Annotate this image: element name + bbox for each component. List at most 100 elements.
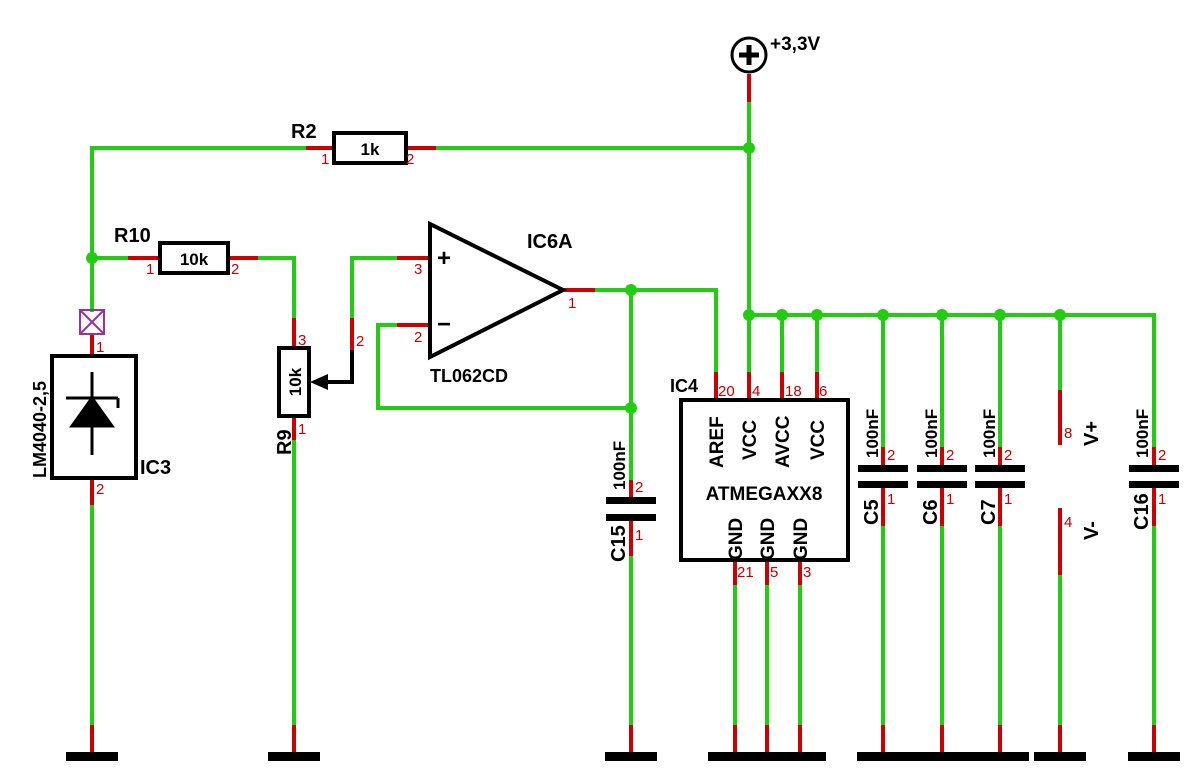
r2-pin1: 1 [321,151,329,168]
microcontroller-ic4: IC4 ATMEGAXX8 AREF VCC AVCC VCC 20 4 18 … [670,376,850,581]
c6-name: C6 [920,499,942,525]
junction-feedback [625,402,637,414]
ic4-gnd5-name: GND [758,518,779,560]
wire-feedback [376,323,633,410]
r10-value: 10k [180,250,209,269]
r9-pin2: 2 [356,333,364,350]
voltage-reference-ic3: LM4040-2,5 IC3 1 2 [30,309,171,498]
ground-bar-icon [1034,752,1086,761]
c16-pin2: 2 [1158,447,1166,464]
opamp-pin1: 1 [568,295,576,312]
ground-bar-icon [857,752,1029,761]
vminus-pin: 4 [1064,514,1072,531]
junction-c6 [936,309,948,321]
c7-pin2: 2 [1004,447,1012,464]
vminus-label: V- [1081,521,1103,540]
c5-name: C5 [861,499,883,525]
c15-pin2: 2 [635,479,643,496]
c6-plate-bottom [917,481,967,488]
junction-vcc6 [811,309,823,321]
zener-diode-icon [66,372,120,455]
ground-bar-icon [66,752,118,761]
r10-body [158,241,230,275]
opamp-pin2: 2 [414,329,422,346]
ic4-gnd21-name: GND [726,518,747,560]
ic4-value: ATMEGAXX8 [706,484,823,505]
capacitor-c6: 100nF C6 2 1 [917,409,967,525]
capacitor-c15: 100nF C15 2 1 [606,441,656,562]
r9-value: 10k [286,367,305,396]
ic3-pin2: 2 [96,481,104,498]
ic4-pin-vcc6-name: VCC [808,420,829,460]
ground-bar-icon [268,752,320,761]
r9-pin1: 1 [298,421,306,438]
capacitor-c5: 100nF C5 2 1 [858,409,908,525]
c7-pin1: 1 [1004,491,1012,508]
c5-plate-top [858,465,908,472]
opamp-supply: V+ V- 8 4 [1064,421,1103,540]
junctions [86,142,1066,414]
c15-name: C15 [608,525,630,562]
c15-plate-bottom [606,514,656,521]
junction-vcc-r2 [743,142,755,154]
potentiometer-r9: 10k R9 3 1 2 [274,332,364,455]
c5-value: 100nF [863,409,882,458]
opamp-name: IC6A [527,231,573,253]
ic4-pin3-num: 3 [803,564,811,581]
ground-bar-icon [708,752,826,761]
ic4-pin18-num: 18 [785,383,802,400]
c15-value: 100nF [610,441,629,490]
c16-plate-bottom [1129,481,1179,488]
no-connect-x-icon [79,309,105,335]
ic3-pin1: 1 [96,339,104,356]
c16-pin1: 1 [1158,491,1166,508]
r2-pin2: 2 [406,151,414,168]
c7-plate-top [975,465,1025,472]
c7-value: 100nF [980,409,999,458]
vplus-label: V+ [1081,421,1103,446]
ic4-pin-vcc4-name: VCC [740,420,761,460]
ic3-name: IC3 [140,457,171,479]
opamp-ic6a: + − IC6A TL062CD 3 2 1 [414,220,576,386]
opamp-plus: + [437,245,451,272]
r10-name: R10 [114,225,151,247]
ground-symbols [66,752,1180,761]
wire-wiper-plus [350,256,399,320]
wire-r2-left [90,146,308,260]
c16-name: C16 [1131,493,1153,530]
junction-c7 [994,309,1006,321]
capacitor-c16: 100nF C16 2 1 [1129,409,1179,530]
power-plus-circle-icon [730,36,768,74]
ic4-pin20-num: 20 [718,383,735,400]
r2-name: R2 [291,121,317,143]
r10-pin1: 1 [146,261,154,278]
junction-out [625,284,637,296]
r9-pin3: 3 [298,332,306,349]
opamp-minus: − [437,311,451,338]
opamp-body [428,220,568,361]
c6-value: 100nF [922,409,941,458]
c16-plate-top [1129,465,1179,472]
r2-body [332,131,408,165]
r9-name: R9 [274,429,296,455]
ground-bar-icon [1128,752,1180,761]
ic4-pin5-num: 5 [770,564,778,581]
c5-pin2: 2 [887,447,895,464]
ic4-body [679,398,850,562]
r10-pin2: 2 [231,261,239,278]
c7-plate-bottom [975,481,1025,488]
wires [90,100,1156,727]
c7-name: C7 [978,499,1000,525]
ic4-name: IC4 [670,376,698,396]
ic4-gnd3-name: GND [791,518,812,560]
opamp-value: TL062CD [430,366,508,386]
vplus-pin: 8 [1064,425,1072,442]
junction-vcc-bus [743,309,755,321]
ic4-pin-avcc-name: AVCC [773,415,794,468]
c6-pin1: 1 [946,491,954,508]
ic4-pin21-num: 21 [737,564,754,581]
resistor-r10: 10k R10 1 2 [114,225,239,278]
c6-pin2: 2 [946,447,954,464]
r2-value: 1k [361,140,380,159]
